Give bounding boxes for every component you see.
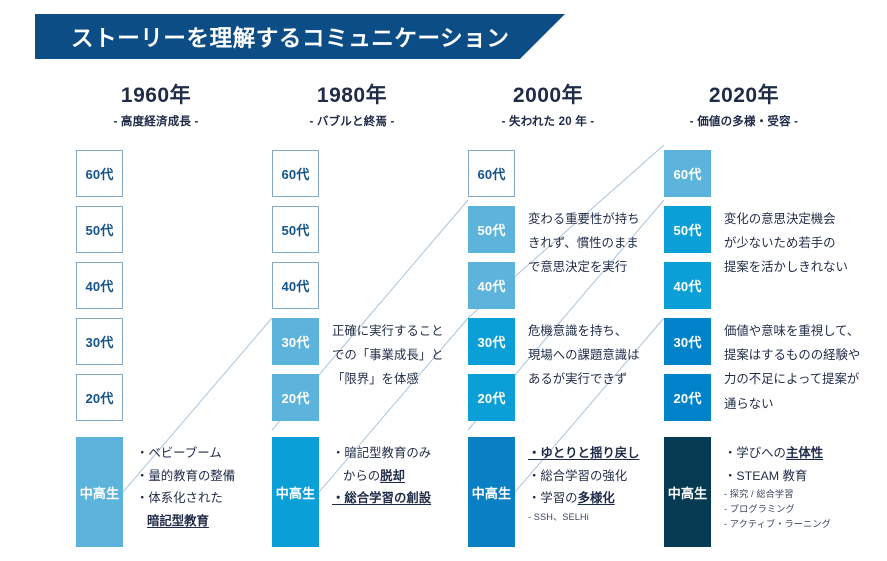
description-line: あるが実行できず <box>528 372 628 387</box>
student-bullet-list: ・ベビーブーム・量的教育の整備・体系化された暗記型教育 <box>136 442 235 532</box>
bullet-item: ・体系化された <box>136 491 223 506</box>
column-subtitle: - 失われた 20 年 - <box>501 116 595 129</box>
description-line: 危機意識を持ち、 <box>528 324 628 338</box>
age-box-20代: 20代 <box>468 374 515 421</box>
column-year: 2020年 <box>708 84 780 107</box>
bullet-item: ・学習の多様化 <box>528 491 615 506</box>
column-subtitle: - バブルと終焉 - <box>309 116 395 129</box>
age-box-20代: 20代 <box>664 374 711 421</box>
age-box-40代: 40代 <box>272 262 319 309</box>
column-year: 2000年 <box>512 84 584 107</box>
lower-description: 正確に実行することでの「事業成長」と「限界」を体感 <box>332 319 444 392</box>
age-box-40代: 40代 <box>76 262 123 309</box>
student-bullet-list: ・暗記型教育のみからの脱却・総合学習の創設 <box>332 442 431 510</box>
age-box-30代: 30代 <box>664 318 711 365</box>
sub-item: - 探究 / 総合学習 <box>724 489 794 500</box>
description-line: 変わる重要性が持ち <box>528 212 640 226</box>
page-title: ストーリーを理解するコミュニケーション <box>71 25 510 51</box>
description-line: 価値や意味を重視して、 <box>724 324 860 338</box>
bullet-item: ・学びへの主体性 <box>724 446 824 460</box>
bullet-item: からの脱却 <box>343 468 405 483</box>
sub-item: - プログラミング <box>724 504 795 515</box>
column-year: 1960年 <box>120 84 192 107</box>
age-box-30代: 30代 <box>468 318 515 365</box>
age-box-40代: 40代 <box>664 262 711 309</box>
description-line: が少ないため若手の <box>724 236 836 251</box>
student-bullet-list: ・学びへの主体性・STEAM 教育 - 探究 / 総合学習 - プログラミング - ア… <box>724 442 831 532</box>
sub-item: - SSH、SELHi <box>528 511 589 522</box>
bullet-item: ・ベビーブーム <box>136 446 222 460</box>
age-box-50代: 50代 <box>272 206 319 253</box>
lower-description: 危機意識を持ち、現場への課題意識はあるが実行できず <box>528 319 640 392</box>
bullet-item: ・総合学習の創設 <box>332 491 432 506</box>
description-line: 提案を活かしきれない <box>724 260 848 275</box>
upper-description: 変わる重要性が持ちきれず、慣性のままで意思決定を実行 <box>528 207 640 280</box>
age-box-20代: 20代 <box>272 374 319 421</box>
age-box-50代: 50代 <box>468 206 515 253</box>
title-banner: ストーリーを理解するコミュニケーション <box>35 14 565 59</box>
age-box-60代: 60代 <box>468 150 515 197</box>
description-line: 現場への課題意識は <box>528 348 640 363</box>
age-box-50代: 50代 <box>76 206 123 253</box>
sub-item: - アクティブ・ラーニング <box>724 518 831 529</box>
bullet-item: ・STEAM 教育 <box>724 468 808 483</box>
column-header-1: 1960年 - 高度経済成長 - <box>51 84 261 129</box>
description-line: 提案はするものの経験や <box>724 348 861 363</box>
bullet-item: 暗記型教育 <box>147 513 209 528</box>
upper-description: 変化の意思決定機会が少ないため若手の提案を活かしきれない <box>724 207 848 280</box>
bullet-item: ・暗記型教育のみ <box>332 446 432 460</box>
age-box-50代: 50代 <box>664 206 711 253</box>
age-box-20代: 20代 <box>76 374 123 421</box>
description-line: 「限界」を体感 <box>332 372 419 387</box>
age-box-60代: 60代 <box>76 150 123 197</box>
column-subtitle: - 価値の多様・受容 - <box>689 116 799 129</box>
lower-description: 価値や意味を重視して、提案はするものの経験や力の不足によって提案が通らない <box>724 319 860 416</box>
description-line: 正確に実行すること <box>332 324 444 338</box>
description-line: 通らない <box>724 396 774 411</box>
description-line: で意思決定を実行 <box>528 260 628 275</box>
age-box-60代: 60代 <box>272 150 319 197</box>
student-bullet-list: ・ゆとりと揺り戻し・総合学習の強化・学習の多様化 - SSH、SELHi <box>528 442 640 525</box>
bullet-item: ・ゆとりと揺り戻し <box>528 446 640 460</box>
age-box-30代: 30代 <box>76 318 123 365</box>
student-box: 中高生 <box>664 437 711 547</box>
student-box: 中高生 <box>468 437 515 547</box>
column-subtitle: - 高度経済成長 - <box>113 116 199 129</box>
description-line: きれず、慣性のまま <box>528 236 639 251</box>
column-header-4: 2020年 - 価値の多様・受容 - <box>639 84 849 129</box>
age-box-30代: 30代 <box>272 318 319 365</box>
column-year: 1980年 <box>316 84 388 107</box>
student-box: 中高生 <box>272 437 319 547</box>
age-box-40代: 40代 <box>468 262 515 309</box>
column-header-3: 2000年 - 失われた 20 年 - <box>443 84 653 129</box>
age-box-60代: 60代 <box>664 150 711 197</box>
student-box: 中高生 <box>76 437 123 547</box>
bullet-item: ・量的教育の整備 <box>136 468 236 483</box>
bullet-item: ・総合学習の強化 <box>528 468 628 483</box>
description-line: 変化の意思決定機会 <box>724 212 836 226</box>
description-line: での「事業成長」と <box>332 348 444 363</box>
column-header-2: 1980年 - バブルと終焉 - <box>247 84 457 129</box>
description-line: 力の不足によって提案が <box>724 372 860 387</box>
